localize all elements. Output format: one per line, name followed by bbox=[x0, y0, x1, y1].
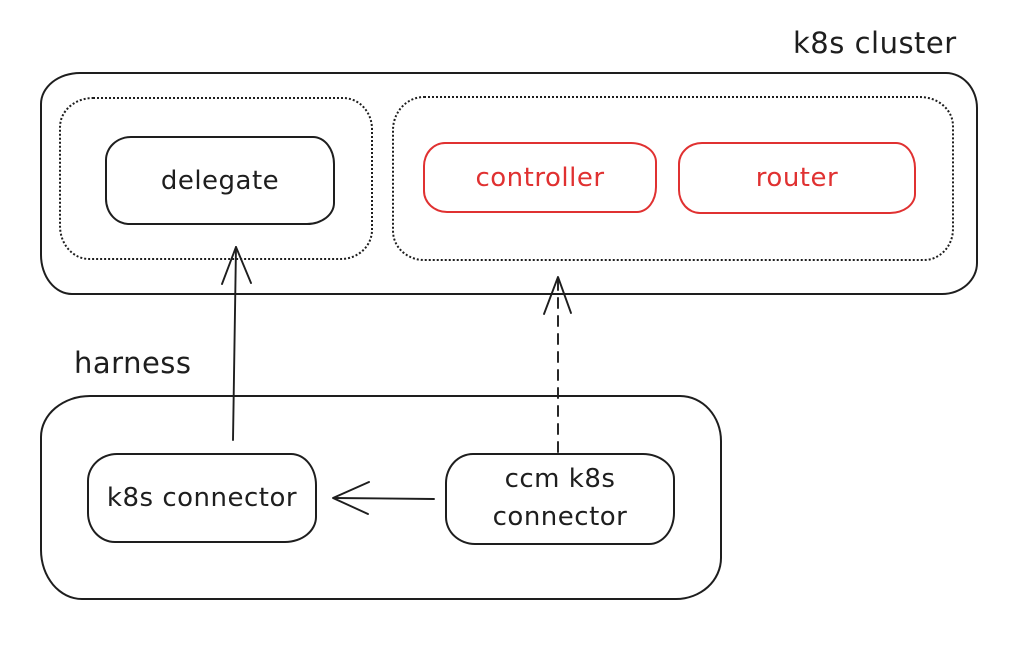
controller-node-label: controller bbox=[475, 162, 605, 193]
k8s-connector-node-label: k8s connector bbox=[106, 483, 298, 513]
ccm-k8s-connector-node-label: ccm k8s connector bbox=[492, 464, 628, 532]
ccm-k8s-connector-node: ccm k8s connector bbox=[445, 453, 675, 545]
ccm-pod-group bbox=[392, 96, 954, 261]
router-node-label: router bbox=[755, 163, 839, 193]
k8s-connector-node: k8s connector bbox=[87, 453, 317, 543]
harness-group bbox=[40, 395, 722, 600]
delegate-node-label: delegate bbox=[160, 165, 280, 196]
router-node: router bbox=[678, 142, 916, 214]
delegate-node: delegate bbox=[105, 136, 335, 225]
k8s-cluster-label: k8s cluster bbox=[793, 26, 957, 60]
k8s-cluster-group bbox=[40, 72, 978, 295]
delegate-pod-group bbox=[59, 97, 373, 260]
controller-node: controller bbox=[423, 142, 657, 213]
harness-label: harness bbox=[74, 346, 192, 380]
